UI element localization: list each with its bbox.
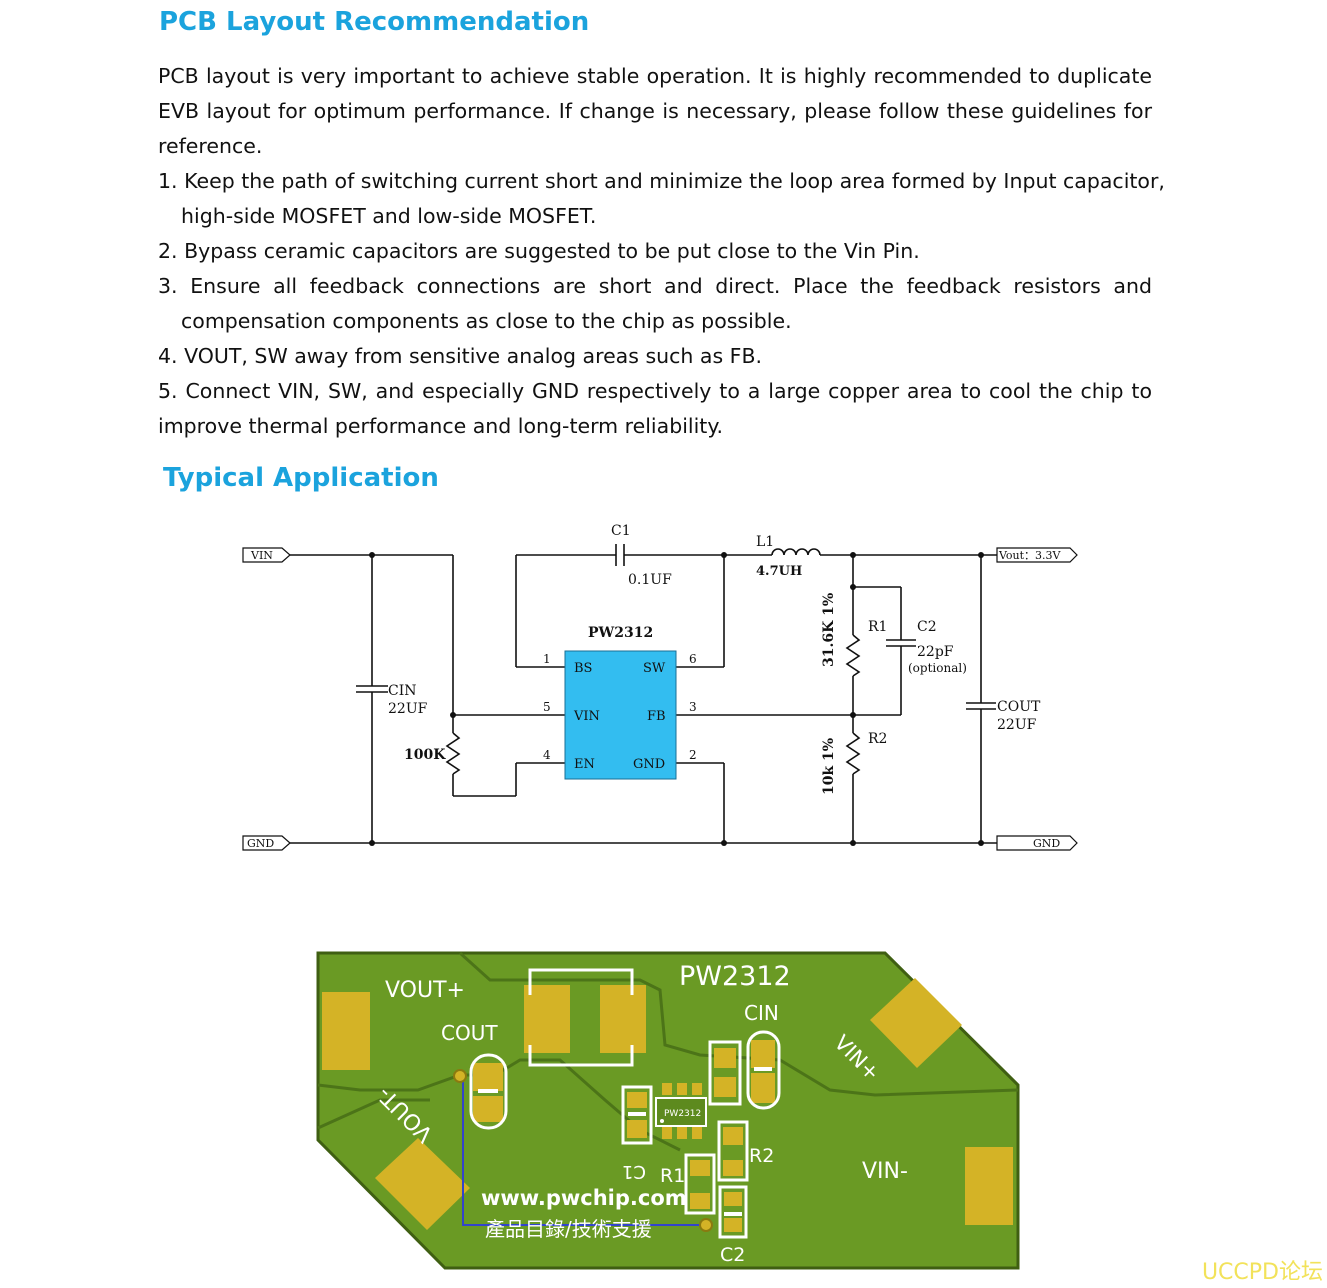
pcb-pads [322, 978, 1013, 1232]
pcb-label-vout-plus: VOUT+ [385, 978, 465, 1003]
pcb-label-vin-minus: VIN- [862, 1159, 908, 1184]
pcb-chinese-text: 產品目錄/技術支援 [485, 1217, 652, 1241]
cin-ref: CIN [388, 683, 417, 699]
pcb-label-cin: CIN [744, 1001, 779, 1025]
pin-fb-label: FB [647, 709, 666, 724]
cout-ref: COUT [997, 699, 1041, 715]
application-schematic: VIN GND Vout：3.3V GND PW2312 BS SW VIN F… [242, 523, 1078, 851]
guideline-1-line-1: 1. Keep the path of switching current sh… [158, 169, 1165, 193]
c2-value: 22pF [917, 644, 954, 660]
gnd-port-flag-left [242, 835, 291, 851]
r1-ref: R1 [868, 619, 887, 635]
guideline-5: 5. Connect VIN, SW, and especially GND r… [158, 379, 1152, 438]
l1-value: 4.7UH [756, 564, 802, 579]
c2-ref: C2 [917, 619, 937, 635]
vin-port-label: VIN [250, 549, 273, 562]
c1-value: 0.1UF [628, 572, 672, 588]
r1-value: 31.6K 1% [821, 593, 837, 667]
pcb-chip-mark: PW2312 [664, 1109, 701, 1119]
vout-port-flag [996, 547, 1078, 563]
cin-value: 22UF [388, 701, 428, 717]
guideline-2: 2. Bypass ceramic capacitors are suggest… [158, 239, 920, 263]
pw2312-chip-body [564, 650, 677, 780]
vin-port-flag [242, 547, 291, 563]
pin-gnd-label: GND [633, 757, 665, 772]
pcb-chip [655, 1097, 707, 1127]
pcb-website-text: www.pwchip.com [481, 1186, 687, 1210]
pcb-layout-image: PW2312 VOUT+ COUT PW2312 CIN VIN+ VIN- V… [316, 951, 1020, 1270]
pcb-guidelines: PCB layout is very important to achieve … [158, 59, 1165, 444]
guideline-1-line-2: high-side MOSFET and low-side MOSFET. [181, 204, 597, 228]
r2-ref: R2 [868, 731, 887, 747]
pin-number-4: 4 [543, 748, 551, 762]
pin-sw-label: SW [643, 661, 666, 676]
pin-bs-label: BS [574, 661, 592, 676]
guideline-3-line-2: compensation components as close to the … [181, 309, 792, 333]
r-en-value: 100K [404, 747, 446, 763]
pin-number-2: 2 [689, 748, 697, 762]
pin-number-1: 1 [543, 652, 551, 666]
watermark: UCCPD论坛 [1201, 1260, 1323, 1285]
pcb-label-cout: COUT [441, 1021, 498, 1045]
gnd-port-flag-right [996, 835, 1078, 851]
guideline-4: 4. VOUT, SW away from sensitive analog a… [158, 344, 763, 368]
l1-ref: L1 [756, 534, 774, 550]
pcb-label-chip-name: PW2312 [679, 961, 791, 992]
vout-port-label: Vout：3.3V [998, 549, 1062, 562]
pin-number-6: 6 [689, 652, 697, 666]
c2-note: (optional) [908, 661, 967, 675]
c1-ref: C1 [611, 523, 631, 539]
gnd-port-label-right: GND [1033, 837, 1060, 850]
pin-en-label: EN [574, 757, 595, 772]
guideline-3-line-1: 3. Ensure all feedback connections are s… [158, 274, 1152, 298]
cout-value: 22UF [997, 717, 1037, 733]
chip-name-label: PW2312 [588, 625, 653, 641]
pcb-label-r2: R2 [749, 1145, 774, 1167]
pcb-label-c2: C2 [720, 1244, 745, 1266]
pcb-layout-title: PCB Layout Recommendation [159, 7, 590, 37]
typical-application-title: Typical Application [163, 463, 439, 493]
pcb-label-c1: C1 [622, 1161, 646, 1182]
pcb-label-r1: R1 [660, 1165, 685, 1187]
pin-vin-label: VIN [573, 709, 600, 724]
r2-value: 10k 1% [821, 738, 837, 795]
intro-paragraph: PCB layout is very important to achieve … [158, 64, 1152, 158]
pin-number-3: 3 [689, 700, 697, 714]
gnd-port-label-left: GND [247, 837, 274, 850]
pin-number-5: 5 [543, 700, 551, 714]
